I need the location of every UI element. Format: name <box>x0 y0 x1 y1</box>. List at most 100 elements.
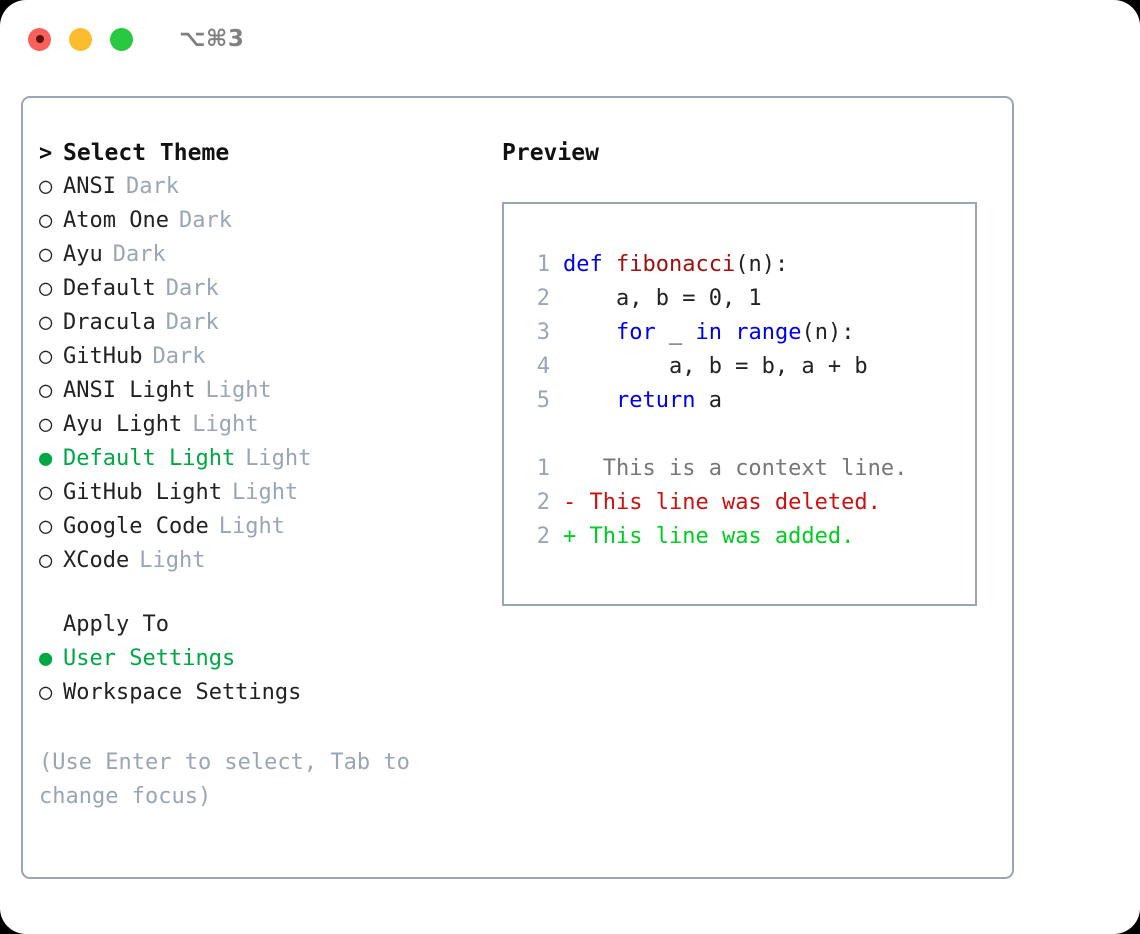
code-token-plain: (n): <box>801 320 855 345</box>
code-token-plain: (n): <box>735 252 789 277</box>
preview-title: Preview <box>502 140 599 166</box>
diff-text: This line was added. <box>576 524 855 549</box>
section-divider <box>39 582 489 612</box>
theme-list-item[interactable]: ○ Google Code Light <box>39 514 489 548</box>
code-token-plain <box>563 320 616 345</box>
main-panel: > Select Theme ○ ANSI Dark ○ Atom One Da… <box>21 96 1014 879</box>
theme-label: GitHub <box>63 344 143 369</box>
theme-variant: Light <box>205 378 272 403</box>
theme-variant: Light <box>192 412 259 437</box>
radio-icon[interactable]: ○ <box>39 480 53 505</box>
code-line: 1 def fibonacci(n): <box>522 252 975 286</box>
diff-sign <box>563 456 576 481</box>
theme-label: Ayu <box>63 242 103 267</box>
apply-to-header: ○ Apply To <box>39 612 489 646</box>
theme-list-item[interactable]: ○ Ayu Light Light <box>39 412 489 446</box>
code-content: for _ in range(n): <box>563 320 854 345</box>
radio-icon[interactable]: ○ <box>39 242 53 267</box>
maximize-button[interactable] <box>110 27 133 51</box>
code-token-function: fibonacci <box>615 252 736 277</box>
code-diff-gap <box>522 422 975 456</box>
theme-picker-column: > Select Theme ○ ANSI Dark ○ Atom One Da… <box>39 140 489 814</box>
theme-picker-title: Select Theme <box>63 140 230 166</box>
theme-list-item[interactable]: ○ GitHub Dark <box>39 344 489 378</box>
radio-icon[interactable]: ○ <box>39 412 53 437</box>
code-line: 2 a, b = 0, 1 <box>522 286 975 320</box>
theme-variant: Light <box>245 446 312 471</box>
apply-to-option-selected[interactable]: ● User Settings <box>39 646 489 680</box>
code-line: 5 return a <box>522 388 975 422</box>
line-number: 2 <box>536 524 550 549</box>
code-content: a, b = 0, 1 <box>563 286 762 311</box>
theme-variant: Dark <box>125 174 179 199</box>
spacer-marker: ○ <box>39 612 63 637</box>
diff-sample: 1 This is a context line. 2 - This line … <box>522 456 975 558</box>
code-token-plain <box>563 388 616 413</box>
traffic-lights <box>28 27 133 51</box>
preview-column: Preview 1 def fibonacci(n): 2 a, b = 0, … <box>502 140 992 606</box>
code-token-plain: _ <box>655 320 696 345</box>
theme-list-item-selected[interactable]: ● Default Light Light <box>39 446 489 480</box>
theme-label: ANSI <box>63 174 116 199</box>
line-number: 2 <box>536 490 550 515</box>
radio-icon[interactable]: ○ <box>39 174 53 199</box>
prompt-marker-icon: > <box>39 141 53 166</box>
code-token-keyword: range <box>735 320 802 345</box>
code-sample: 1 def fibonacci(n): 2 a, b = 0, 1 3 for … <box>522 252 975 422</box>
code-token-keyword: return <box>615 388 696 413</box>
theme-label: Atom One <box>63 208 169 233</box>
radio-icon[interactable]: ○ <box>39 310 53 335</box>
apply-to-option[interactable]: ○ Workspace Settings <box>39 680 489 714</box>
code-token-keyword: for <box>615 320 656 345</box>
radio-icon[interactable]: ○ <box>39 208 53 233</box>
diff-sign: - <box>563 490 577 515</box>
diff-line-added: 2 + This line was added. <box>522 524 975 558</box>
theme-variant: Dark <box>165 310 219 335</box>
theme-list-item[interactable]: ○ Atom One Dark <box>39 208 489 242</box>
line-number: 2 <box>536 286 550 311</box>
code-content: def fibonacci(n): <box>563 252 788 277</box>
theme-variant: Light <box>231 480 299 505</box>
keyboard-shortcut-label: ⌥⌘3 <box>179 26 245 52</box>
code-token-plain: a <box>695 388 722 413</box>
theme-list-item[interactable]: ○ XCode Light <box>39 548 489 582</box>
code-token-plain <box>722 320 735 345</box>
theme-label: Dracula <box>63 310 156 335</box>
theme-list-item[interactable]: ○ ANSI Dark <box>39 174 489 208</box>
line-number: 4 <box>536 354 550 379</box>
theme-list-item[interactable]: ○ Ayu Dark <box>39 242 489 276</box>
radio-icon[interactable]: ○ <box>39 514 53 539</box>
theme-list-item[interactable]: ○ Default Dark <box>39 276 489 310</box>
apply-to-option-label: Workspace Settings <box>63 680 302 705</box>
theme-list-item[interactable]: ○ ANSI Light Light <box>39 378 489 412</box>
theme-label: XCode <box>63 548 130 573</box>
close-button[interactable] <box>28 27 51 51</box>
title-bar: ⌥⌘3 <box>0 0 1140 78</box>
keyboard-hint-text: (Use Enter to select, Tab to change focu… <box>39 750 410 809</box>
radio-icon[interactable]: ○ <box>39 680 53 705</box>
code-line: 3 for _ in range(n): <box>522 320 975 354</box>
diff-sign: + <box>563 524 577 549</box>
radio-icon[interactable]: ○ <box>39 276 53 301</box>
theme-picker-header: > Select Theme <box>39 140 489 174</box>
theme-label: Default Light <box>63 446 236 471</box>
diff-line-deleted: 2 - This line was deleted. <box>522 490 975 524</box>
code-token-keyword: in <box>695 320 722 345</box>
diff-text: This is a context line. <box>576 456 908 481</box>
line-number: 1 <box>536 456 550 481</box>
code-token-keyword: def <box>563 252 616 277</box>
radio-icon[interactable]: ○ <box>39 548 53 573</box>
radio-icon[interactable]: ○ <box>39 344 53 369</box>
minimize-button[interactable] <box>69 27 92 51</box>
line-number: 3 <box>536 320 550 345</box>
theme-list-item[interactable]: ○ GitHub Light Light <box>39 480 489 514</box>
radio-icon-selected[interactable]: ● <box>39 446 53 471</box>
theme-variant: Light <box>218 514 285 539</box>
apply-to-section: ○ Apply To ● User Settings ○ Workspace S… <box>39 612 489 714</box>
line-number: 1 <box>536 252 550 277</box>
radio-icon-selected[interactable]: ● <box>39 646 53 671</box>
theme-list-item[interactable]: ○ Dracula Dark <box>39 310 489 344</box>
code-content: return a <box>563 388 722 413</box>
radio-icon[interactable]: ○ <box>39 378 53 403</box>
